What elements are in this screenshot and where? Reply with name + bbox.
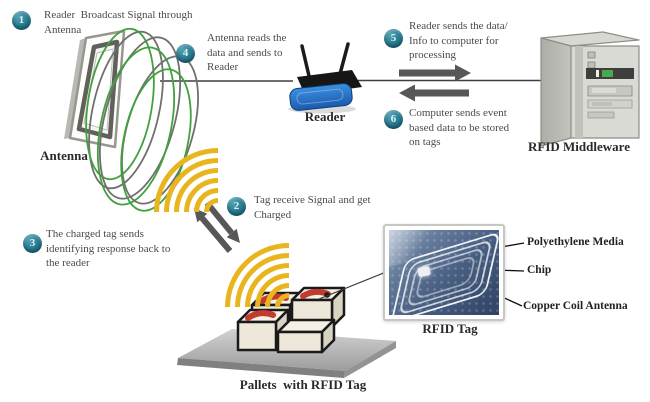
middleware-computer — [540, 31, 640, 147]
step-4-text: Antenna reads the data and sends to Read… — [207, 32, 290, 74]
pallets-label: Pallets with RFID Tag — [239, 377, 367, 392]
step-3-badge: 3 — [23, 234, 42, 253]
step-3-text: The charged tag sends identifying respon… — [46, 228, 174, 270]
step-2-text: Tag receive Signal and get Charged — [254, 194, 374, 221]
data-to-reader-arrow — [399, 84, 469, 102]
rfid-tag-photo-image — [389, 230, 499, 315]
step-5-badge: 5 — [384, 29, 403, 48]
step-6-text: Computer sends event based data to be st… — [409, 107, 512, 149]
step-1-badge: 1 — [12, 11, 31, 30]
rfid-tag-photo — [383, 224, 505, 321]
pallet-stack — [177, 286, 396, 378]
callout-copper-coil: Copper Coil Antenna — [523, 300, 628, 312]
step-1-text: Reader Broadcast Signal through Antenna — [44, 9, 195, 36]
step-6-badge: 6 — [384, 110, 403, 129]
step-4-badge: 4 — [176, 44, 195, 63]
callout-polyethylene-media: Polyethylene Media — [527, 236, 624, 248]
middleware-label: RFID Middleware — [528, 139, 630, 154]
step-2-badge: 2 — [227, 197, 246, 216]
tag-location-line — [318, 271, 387, 300]
reader-router — [288, 42, 362, 114]
antenna-panel — [64, 29, 126, 149]
callout-chip: Chip — [527, 264, 552, 276]
reader-label: Reader — [304, 109, 346, 124]
rfid-tag-label: RFID Tag — [422, 321, 478, 336]
data-to-computer-arrow — [399, 64, 471, 82]
step-5-text: Reader sends the data/ Info to computer … — [409, 20, 511, 62]
signal-exchange-arrows — [194, 201, 240, 253]
antenna-label: Antenna — [40, 148, 88, 163]
